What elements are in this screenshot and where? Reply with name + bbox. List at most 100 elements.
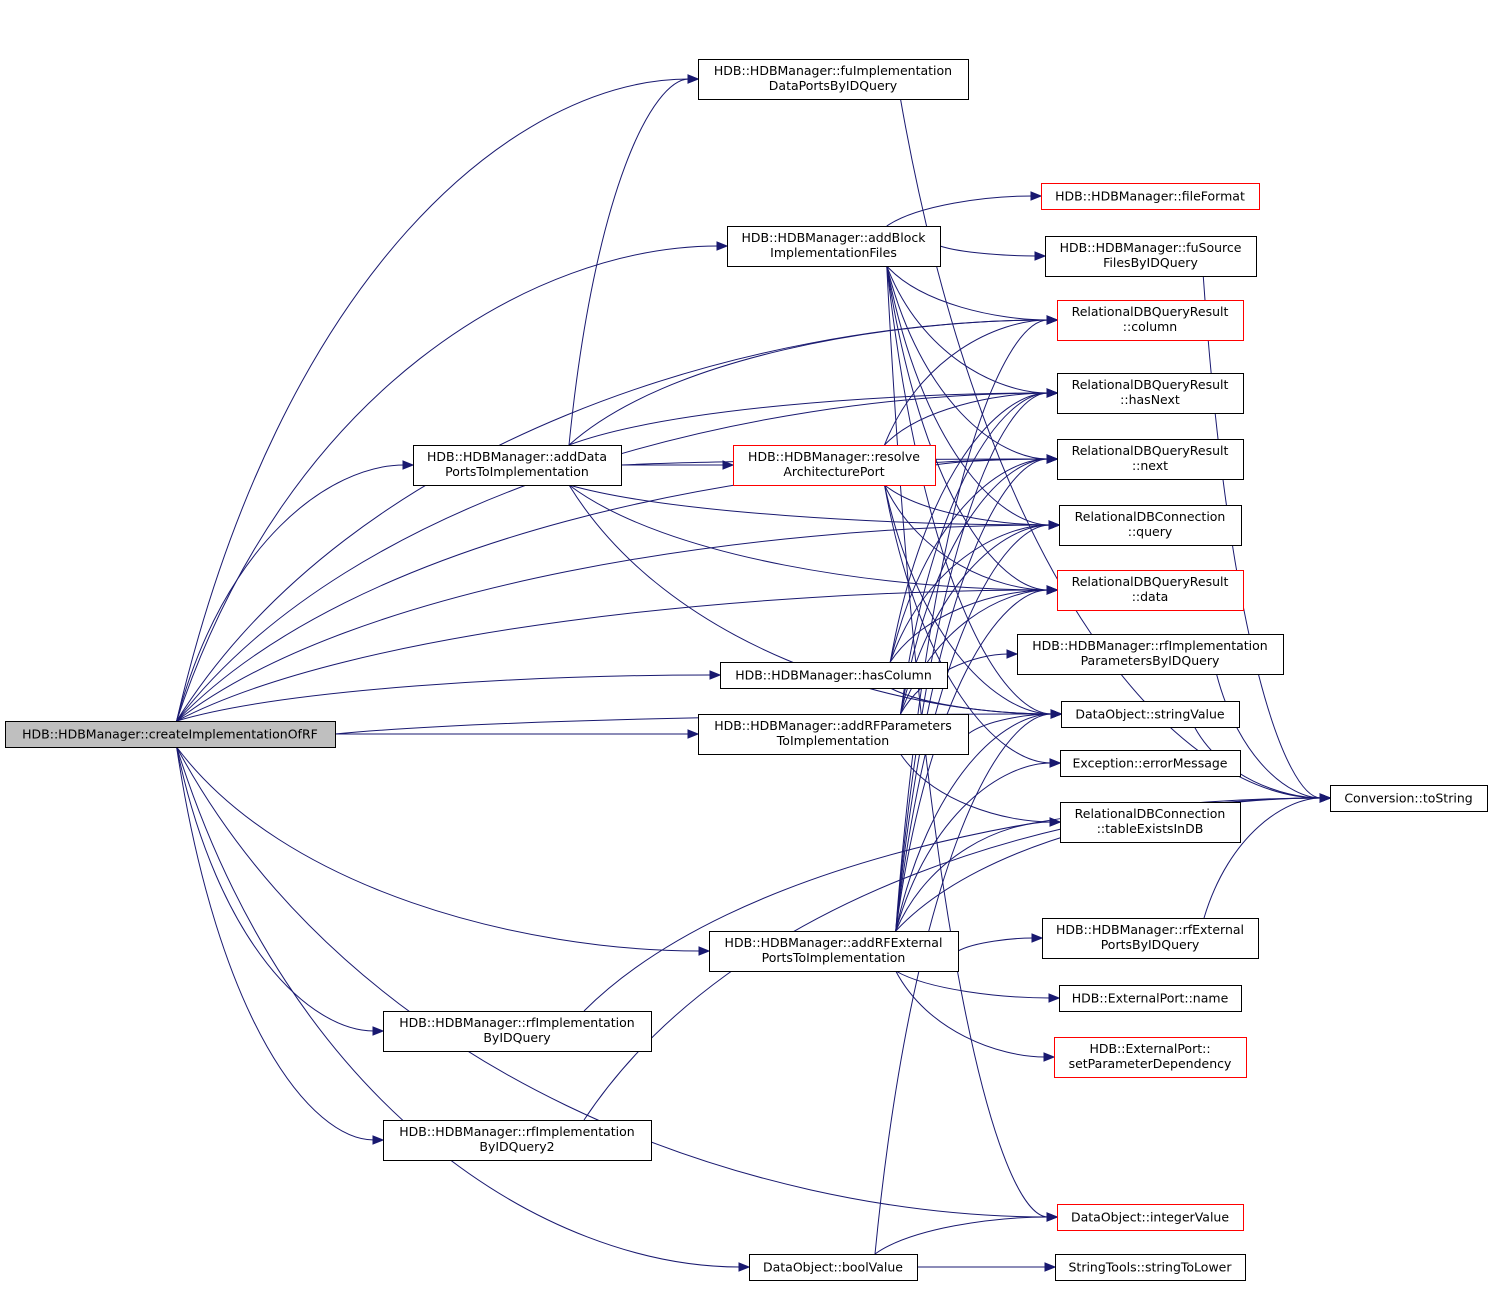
node-label-line: HDB::HDBManager::addRFExternal (725, 935, 943, 950)
call-edge-hasCol-to-strVal (890, 687, 1063, 719)
node-boolVal[interactable]: DataObject::boolValue (749, 1254, 918, 1281)
node-label-line: HDB::HDBManager::addRFParameters (714, 718, 952, 733)
node-box (727, 226, 941, 267)
call-edge-addRFE-to-errMsg (895, 758, 1062, 932)
call-edge-root-to-addBlk (176, 241, 729, 722)
node-box (749, 1254, 918, 1281)
node-label-line: RelationalDBQueryResult (1072, 304, 1229, 319)
node-box (383, 1120, 652, 1161)
node-label-line: HDB::HDBManager::hasColumn (735, 668, 932, 683)
node-errMsg[interactable]: Exception::errorMessage (1060, 750, 1241, 777)
node-label-line: PortsByIDQuery (1101, 937, 1200, 952)
call-edge-addRFE-to-data (895, 585, 1059, 932)
node-addRFE[interactable]: HDB::HDBManager::addRFExternalPortsToImp… (709, 931, 959, 972)
call-edge-addBlk-to-fileFmt (886, 191, 1043, 227)
node-data[interactable]: RelationalDBQueryResult::data (1057, 570, 1244, 611)
node-box (1060, 802, 1241, 843)
node-box (1057, 373, 1244, 414)
call-edge-root-to-boolVal (176, 746, 751, 1272)
node-label-line: ByIDQuery (483, 1030, 551, 1045)
node-box (698, 59, 969, 100)
nodes-layer: HDB::HDBManager::createImplementationOfR… (5, 59, 1488, 1281)
node-intVal[interactable]: DataObject::integerValue (1057, 1204, 1244, 1231)
node-label-line: HDB::ExternalPort:: (1089, 1041, 1210, 1056)
node-label-line: HDB::HDBManager::rfImplementation (1032, 638, 1267, 653)
node-box (1330, 785, 1488, 812)
node-strVal[interactable]: DataObject::stringValue (1061, 701, 1240, 728)
node-label-line: ::tableExistsInDB (1097, 821, 1204, 836)
node-toStr[interactable]: Conversion::toString (1330, 785, 1488, 812)
call-edge-root-to-column (176, 315, 1059, 722)
call-edge-root-to-rfIBy2 (176, 746, 385, 1145)
node-label-line: Conversion::toString (1344, 791, 1472, 806)
node-label-line: DataObject::integerValue (1071, 1210, 1229, 1225)
node-box (1057, 439, 1244, 480)
node-column[interactable]: RelationalDBQueryResult::column (1057, 300, 1244, 341)
node-fileFmt[interactable]: HDB::HDBManager::fileFormat (1041, 183, 1260, 210)
node-box (733, 445, 936, 486)
call-edge-addRFE-to-epName (895, 970, 1061, 1003)
node-addRFP[interactable]: HDB::HDBManager::addRFParametersToImplem… (698, 714, 969, 755)
node-label-line: ::hasNext (1120, 392, 1180, 407)
call-edge-boolVal-to-lower (917, 1262, 1057, 1272)
node-addData[interactable]: HDB::HDBManager::addDataPortsToImplement… (413, 445, 622, 486)
call-edge-addRFE-to-hasNext (895, 388, 1059, 932)
node-next[interactable]: RelationalDBQueryResult::next (1057, 439, 1244, 480)
node-tblEx[interactable]: RelationalDBConnection::tableExistsInDB (1060, 802, 1241, 843)
call-edge-rfIPar-to-toStr (1216, 673, 1332, 803)
call-edge-root-to-addRFE (176, 746, 711, 956)
node-label-line: RelationalDBQueryResult (1072, 574, 1229, 589)
node-fuIDP[interactable]: HDB::HDBManager::fuImplementationDataPor… (698, 59, 969, 100)
node-box (5, 721, 336, 748)
node-epSet[interactable]: HDB::ExternalPort::setParameterDependenc… (1054, 1037, 1247, 1078)
call-edge-resolve-to-data (884, 484, 1059, 595)
call-edge-boolVal-to-strVal (874, 709, 1063, 1255)
node-label-line: RelationalDBQueryResult (1072, 443, 1229, 458)
node-root[interactable]: HDB::HDBManager::createImplementationOfR… (5, 721, 336, 748)
node-label-line: setParameterDependency (1069, 1056, 1232, 1071)
call-edge-addData-to-fuIDP (568, 74, 700, 446)
node-box (383, 1011, 652, 1052)
node-rfIBy[interactable]: HDB::HDBManager::rfImplementationByIDQue… (383, 1011, 652, 1052)
node-box (1045, 236, 1257, 277)
node-box (1055, 1254, 1246, 1281)
node-box (1041, 183, 1260, 210)
call-edge-root-to-fuIDP (176, 74, 700, 722)
call-edge-root-to-addData (176, 460, 415, 722)
node-box (413, 445, 622, 486)
call-edge-addRFE-to-epSet (895, 970, 1056, 1062)
node-rfIPar[interactable]: HDB::HDBManager::rfImplementationParamet… (1017, 634, 1284, 675)
node-label-line: ::column (1123, 319, 1177, 334)
node-box (1057, 1204, 1244, 1231)
call-edge-addRFE-to-column (895, 315, 1059, 932)
call-edge-root-to-hasCol (176, 670, 722, 722)
node-box (720, 662, 948, 689)
node-box (698, 714, 969, 755)
node-rfExt[interactable]: HDB::HDBManager::rfExternalPortsByIDQuer… (1042, 918, 1259, 959)
node-addBlk[interactable]: HDB::HDBManager::addBlockImplementationF… (727, 226, 941, 267)
node-box (1057, 300, 1244, 341)
node-label-line: HDB::HDBManager::rfImplementation (399, 1015, 634, 1030)
node-hasNext[interactable]: RelationalDBQueryResult::hasNext (1057, 373, 1244, 414)
node-lower[interactable]: StringTools::stringToLower (1055, 1254, 1246, 1281)
node-epName[interactable]: HDB::ExternalPort::name (1059, 985, 1242, 1012)
node-rfIBy2[interactable]: HDB::HDBManager::rfImplementationByIDQue… (383, 1120, 652, 1161)
node-box (1059, 505, 1242, 546)
call-edge-addData-to-data (568, 484, 1059, 595)
node-label-line: DataObject::boolValue (763, 1260, 903, 1275)
node-box (1054, 1037, 1247, 1078)
node-label-line: StringTools::stringToLower (1068, 1260, 1232, 1275)
node-label-line: ::data (1132, 589, 1169, 604)
node-box (1017, 634, 1284, 675)
node-label-line: HDB::HDBManager::createImplementationOfR… (22, 727, 318, 742)
node-label-line: ::query (1128, 524, 1173, 539)
call-edge-root-to-query (176, 520, 1061, 722)
node-label-line: HDB::HDBManager::resolve (748, 449, 920, 464)
node-query[interactable]: RelationalDBConnection::query (1059, 505, 1242, 546)
node-label-line: HDB::ExternalPort::name (1072, 991, 1229, 1006)
node-label-line: ToImplementation (776, 733, 889, 748)
node-hasCol[interactable]: HDB::HDBManager::hasColumn (720, 662, 948, 689)
node-box (1060, 750, 1241, 777)
